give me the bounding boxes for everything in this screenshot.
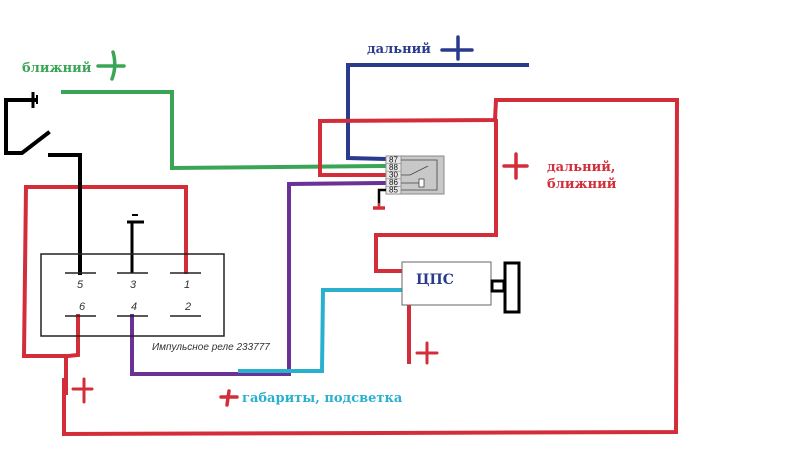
pin-label-5: 5: [77, 279, 84, 291]
high-beam-label: дальний: [367, 42, 431, 57]
pin-label-1: 1: [184, 279, 190, 291]
relay-switch-icon: [401, 159, 438, 191]
ground-switch: [4, 92, 82, 275]
low-beam-label: ближний: [22, 61, 92, 76]
impulse-relay-caption: Импульсное реле 233777: [152, 342, 270, 353]
high-low-beam-label-line1: дальний,: [547, 160, 615, 175]
relay-pin-87: 87: [389, 156, 398, 165]
impulse-relay: 5 3 1 6 4 2 Импульсное реле 233777: [40, 253, 270, 353]
relay-pin-86: 86: [389, 178, 398, 187]
high-beam-wire: [346, 63, 529, 162]
relay-ground-icon: [373, 188, 386, 210]
relay-pin-88: 88: [389, 163, 398, 172]
pin-label-4: 4: [131, 301, 137, 313]
cps-connector: [490, 279, 506, 293]
pin-label-2: 2: [184, 301, 191, 313]
cps-plus-icon: [415, 341, 439, 365]
cps-block: ЦПС: [401, 261, 521, 314]
cps-power-wire: [374, 119, 498, 273]
parking-lights-label: габариты, подсветка: [242, 391, 403, 406]
pin-label-3: 3: [130, 279, 137, 291]
impulse-relay-body: [40, 253, 225, 337]
relay-30-wire: [62, 98, 680, 437]
pin3-ground-icon: [127, 214, 144, 273]
cps-body: [401, 261, 492, 306]
low-beam-plus-icon: [96, 50, 126, 81]
cps-label: ЦПС: [416, 272, 454, 288]
high-beam-plus-icon: [440, 35, 474, 61]
pin6-link-wire: [65, 314, 80, 359]
relay-pin-85: 85: [389, 186, 398, 195]
relay-pin-30: 30: [389, 171, 398, 180]
pin6-wire: [21, 185, 188, 395]
low-beam-wire: [61, 90, 389, 171]
high-low-plus-icon: [502, 152, 529, 180]
high-low-beam-label-line2: ближний: [547, 177, 617, 192]
relay: 87 88 30 86 85: [385, 155, 445, 195]
control-wire: [130, 180, 389, 376]
pin-label-6: 6: [79, 301, 86, 313]
parking-lights-wire: [238, 288, 404, 373]
parking-plus-icon: [219, 389, 239, 407]
cps-plug: [503, 261, 521, 314]
left-plus-icon: [71, 377, 94, 404]
